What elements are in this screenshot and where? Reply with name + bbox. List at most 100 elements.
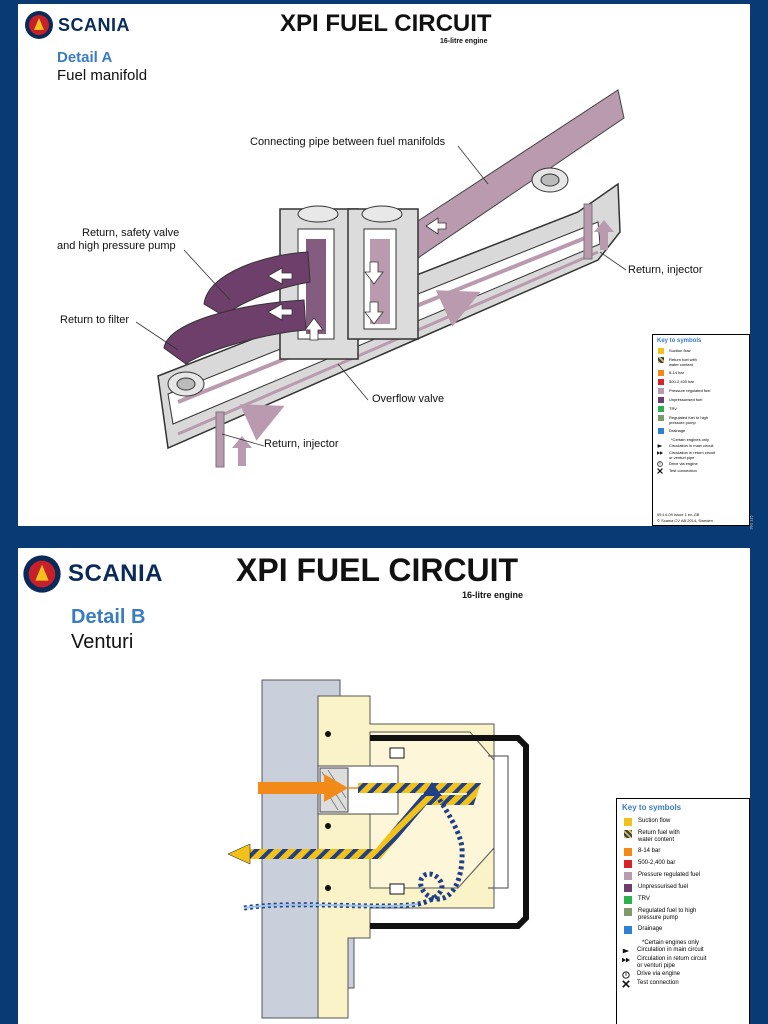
scania-griffin-icon — [23, 555, 61, 593]
drive-circle-icon — [622, 971, 630, 979]
legend-item: TRV — [658, 406, 749, 412]
single-arrow-icon — [622, 948, 630, 954]
panel-detail-b: SCANIA XPI FUEL CIRCUIT 16-litre engine … — [18, 548, 750, 1024]
legend-label: 8-14 bar — [638, 848, 661, 854]
callout-overflow-valve: Overflow valve — [372, 393, 445, 405]
legend-swatch — [624, 848, 632, 856]
legend-label: 500-2,400 bar — [669, 379, 694, 384]
key-footer-issue: 05:14-09 Issue 1 en-GB — [657, 512, 700, 517]
return-fuel-with-water-pipe — [244, 783, 481, 859]
legend-item: Drainage — [624, 926, 749, 934]
venturi-diagram — [227, 679, 529, 1019]
legend-item: Unpressurised fuel — [624, 884, 749, 892]
legend-item: TRV — [624, 896, 749, 904]
legend-item: 8-14 bar — [658, 370, 749, 376]
legend-swatch — [624, 818, 632, 826]
detail-label: Detail A — [57, 49, 113, 66]
legend-item: Pressure regulated fuel — [624, 872, 749, 880]
return-pipe-safety-valve — [203, 251, 311, 317]
logo-wordmark: SCANIA — [68, 560, 164, 587]
callout-return-safety-valve-line2: and high pressure pump — [57, 240, 176, 252]
legend-symbol-label: Circulation in main circuit — [669, 443, 714, 448]
legend-swatch — [624, 896, 632, 904]
legend-swatch — [658, 348, 664, 354]
legend-label: 8-14 bar — [669, 370, 684, 375]
legend-label: Drainage — [669, 428, 686, 433]
side-code: 391 115 — [748, 515, 754, 530]
key-footer-copyright: © Scania CV AB 2014, Sweden — [657, 518, 713, 523]
return-loop-pipe — [370, 735, 529, 929]
legend-item: 8-14 bar — [624, 848, 749, 856]
legend-item: Suction flow — [658, 348, 749, 354]
panel-detail-a: SCANIA XPI FUEL CIRCUIT 16-litre engine … — [18, 4, 750, 526]
legend-symbol-item: Circulation in main circuit — [657, 443, 749, 449]
legend-symbol-item: Test connection — [622, 980, 749, 988]
drainage-arrow-icon — [422, 782, 442, 796]
key-title: Key to symbols — [657, 338, 702, 344]
legend-item: Pressure regulated fuel — [658, 388, 749, 394]
drive-circle-icon — [657, 461, 663, 467]
legend-swatch — [624, 926, 632, 934]
callout-return-to-filter: Return to filter — [60, 314, 130, 326]
callout-return-safety-valve: Return, safety valve — [82, 227, 180, 239]
legend-symbol-label: Circulation in main circuit — [637, 947, 704, 953]
page-subtitle: 16-litre engine — [462, 590, 524, 600]
legend-note: *Certain engines only — [642, 940, 700, 946]
page-title: XPI FUEL CIRCUIT — [236, 552, 519, 588]
legend-symbol-label: Test connection — [637, 980, 679, 986]
legend-label: TRV — [638, 896, 650, 902]
logo-wordmark: SCANIA — [58, 14, 131, 35]
legend-label: Suction flow — [638, 818, 671, 824]
legend-swatch — [624, 830, 632, 838]
legend-swatch — [624, 884, 632, 892]
legend-label: Unpressurised fuel — [669, 397, 703, 402]
detail-label: Detail B — [71, 606, 146, 628]
legend-swatch — [658, 406, 664, 412]
legend-symbol-item: Drive via engine — [657, 461, 749, 467]
callout-connecting-pipe: Connecting pipe between fuel manifolds — [250, 136, 446, 148]
legend-swatch — [658, 415, 664, 421]
legend-swatch — [658, 388, 664, 394]
legend-item: Suction flow — [624, 818, 749, 826]
single-arrow-icon — [657, 444, 663, 448]
page-title: XPI FUEL CIRCUIT — [280, 10, 492, 37]
callout-return-injector-right: Return, injector — [628, 264, 703, 276]
page-subtitle: 16-litre engine — [440, 38, 488, 45]
legend-symbol-label: Test connection — [669, 468, 697, 473]
legend-item: Drainage — [658, 428, 749, 434]
legend-symbol-label: Drive via engine — [637, 971, 681, 977]
x-mark-icon — [622, 980, 630, 988]
fuel-manifold-diagram — [135, 89, 627, 468]
legend-swatch — [624, 860, 632, 868]
legend-label: TRV — [669, 406, 677, 411]
scania-griffin-icon — [25, 11, 53, 39]
legend-label: 500-2,400 bar — [638, 860, 676, 866]
double-arrow-icon — [657, 451, 663, 455]
legend-swatch — [624, 872, 632, 880]
legend-label: Drainage — [638, 926, 663, 932]
legend-swatch — [658, 428, 664, 434]
return-pipe-filter — [163, 299, 307, 365]
legend-label: Pressure regulated fuel — [669, 388, 711, 393]
legend-symbol-item: Circulation in main circuit — [622, 947, 749, 955]
legend-note: *Certain engines only — [671, 437, 710, 442]
legend-item: 500-2,400 bar — [624, 860, 749, 868]
legend-symbol-item: Drive via engine — [622, 971, 749, 979]
legend-label: Pressure regulated fuel — [638, 872, 701, 878]
legend-item: 500-2,400 bar — [658, 379, 749, 385]
legend-symbol-item: Test connection — [657, 468, 749, 474]
legend-label: Suction flow — [669, 348, 691, 353]
key-title: Key to symbols — [622, 803, 682, 812]
